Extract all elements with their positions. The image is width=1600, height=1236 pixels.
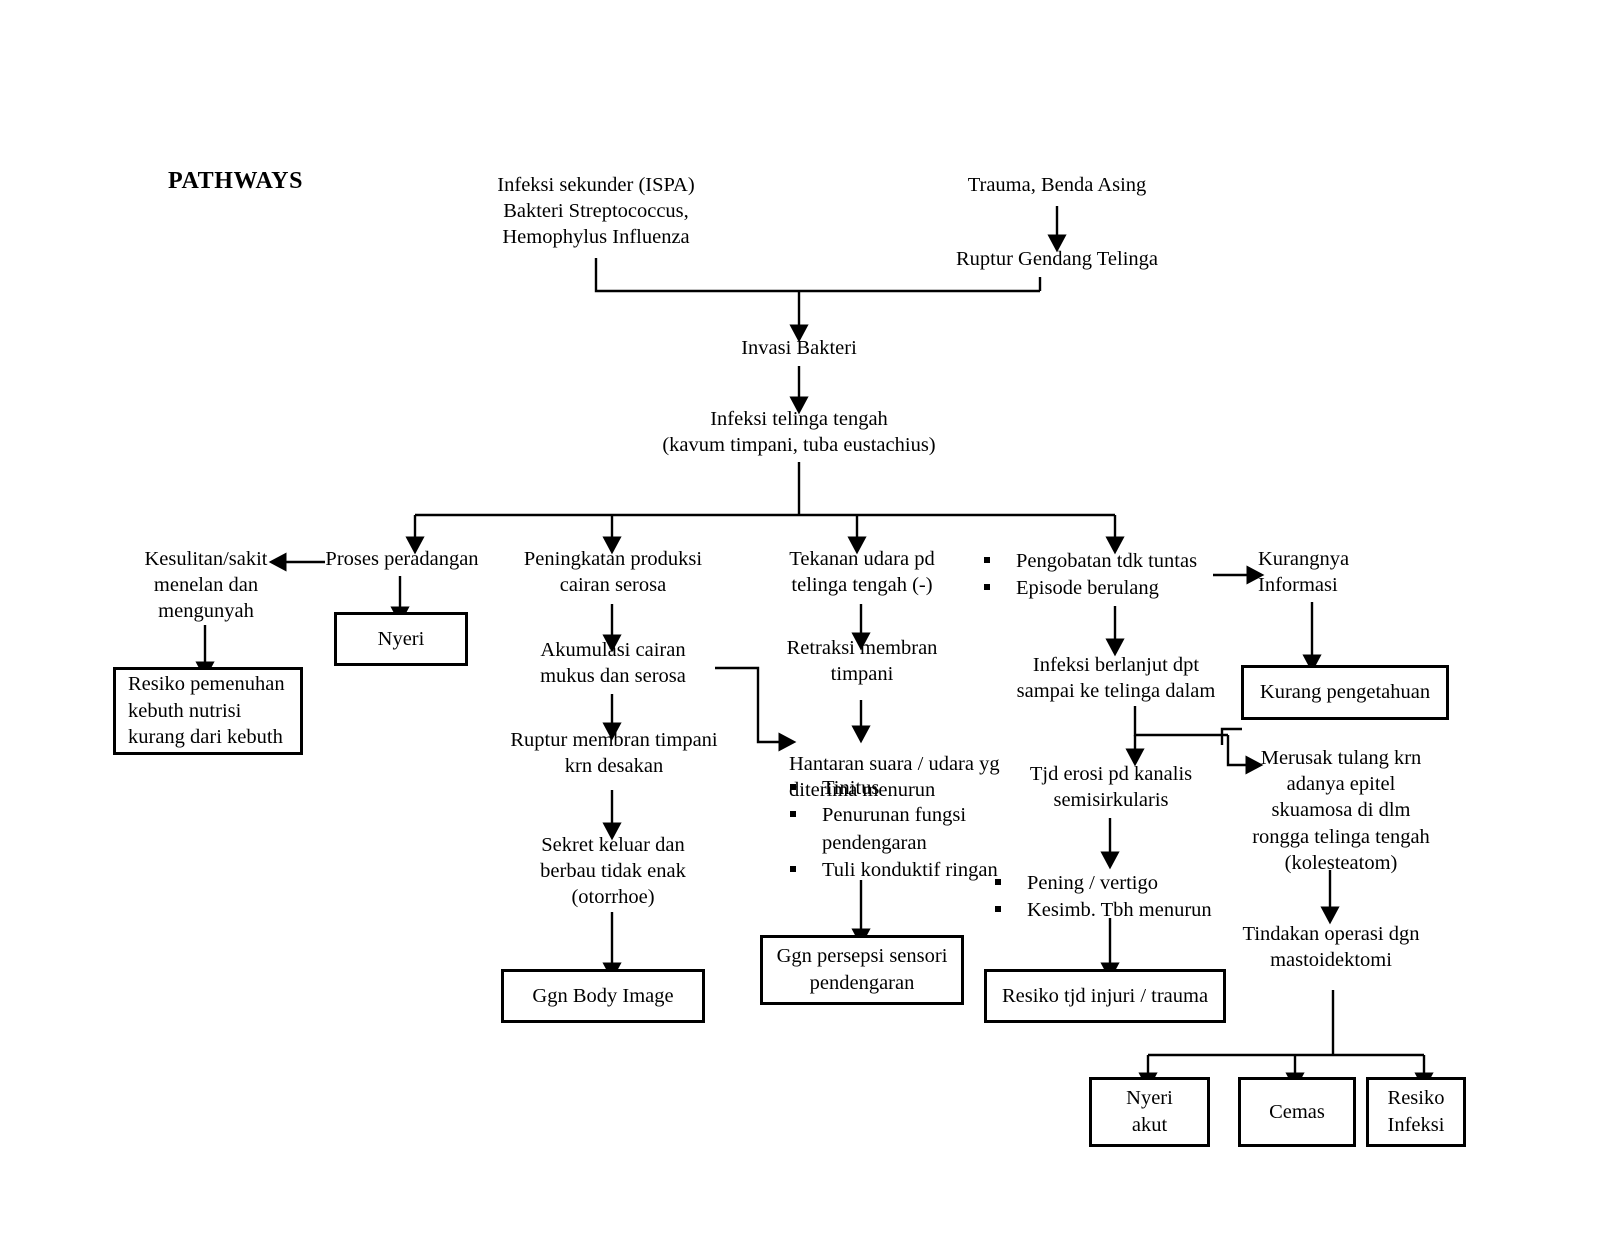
node-hantaran-suara: Hantaran suara / udara yg diterima menur… xyxy=(789,753,1000,802)
node-kurangnya-informasi: Kurangnya Informasi xyxy=(1258,548,1350,597)
box-kurang-pengetahuan[interactable]: Kurang pengetahuan xyxy=(1241,665,1449,720)
list-item: Pengobatan tdk tuntas xyxy=(984,548,1214,575)
node-infeksi-sekunder: Infeksi sekunder (ISPA) Bakteri Streptoc… xyxy=(497,174,695,249)
node-infeksi-telinga-tengah: Infeksi telinga tengah (kavum timpani, t… xyxy=(662,408,936,457)
bullet-square-icon xyxy=(995,879,1001,885)
node-ruptur-membran: Ruptur membran timpani krn desakan xyxy=(510,729,718,778)
node-sekret-keluar: Sekret keluar dan berbau tidak enak (oto… xyxy=(540,834,686,909)
node-peningkatan-produksi: Peningkatan produksi cairan serosa xyxy=(523,548,703,597)
box-ggn-persepsi[interactable]: Ggn persepsi sensori pendengaran xyxy=(760,935,964,1005)
bullet-group-erosi-symptoms: Pening / vertigo Kesimb. Tbh menurun xyxy=(995,870,1225,925)
page-title: PATHWAYS xyxy=(168,168,304,194)
bullet-text: Penurunan fungsi pendengaran xyxy=(822,804,967,854)
bullet-square-icon xyxy=(790,865,796,872)
box-nyeri-akut[interactable]: Nyeri akut xyxy=(1089,1077,1210,1147)
bullet-square-icon xyxy=(984,557,990,563)
node-infeksi-berlanjut: Infeksi berlanjut dpt sampai ke telinga … xyxy=(1016,654,1216,703)
node-tindakan-operasi: Tindakan operasi dgn mastoidektomi xyxy=(1242,923,1420,972)
list-item: Episode berulang xyxy=(984,575,1214,602)
bullet-text: Tuli konduktif ringan xyxy=(822,858,998,881)
bullet-text: Kesimb. Tbh menurun xyxy=(1027,899,1212,922)
box-resiko-injuri[interactable]: Resiko tjd injuri / trauma xyxy=(984,969,1226,1023)
box-ggn-body-image[interactable]: Ggn Body Image xyxy=(501,969,705,1023)
bullet-square-icon xyxy=(995,906,1001,913)
list-item: Kesimb. Tbh menurun xyxy=(995,897,1225,924)
box-cemas[interactable]: Cemas xyxy=(1238,1077,1356,1147)
bullet-group-hantaran-symptoms: Tinitus Penurunan fungsi pendengaran Tul… xyxy=(790,775,1030,884)
list-item: Tinitus xyxy=(790,775,1030,802)
node-merusak-tulang: Merusak tulang krn adanya epitel skuamos… xyxy=(1252,747,1430,874)
node-proses-peradangan: Proses peradangan xyxy=(325,548,479,570)
bullet-text: Pengobatan tdk tuntas xyxy=(1016,550,1198,572)
node-retraksi-membran: Retraksi membran timpani xyxy=(786,637,938,686)
node-akumulasi-cairan: Akumulasi cairan mukus dan serosa xyxy=(540,639,686,688)
box-nyeri[interactable]: Nyeri xyxy=(334,612,468,666)
bullet-square-icon xyxy=(984,584,990,591)
bullet-group-pengobatan: Pengobatan tdk tuntas Episode berulang xyxy=(984,548,1214,603)
list-item: Pening / vertigo xyxy=(995,870,1225,897)
node-trauma: Trauma, Benda Asing xyxy=(967,174,1147,196)
list-item: Penurunan fungsi pendengaran xyxy=(790,802,1030,857)
bullet-square-icon xyxy=(790,784,796,790)
bullet-text: Episode berulang xyxy=(1016,577,1159,600)
node-invasi-bakteri: Invasi Bakteri xyxy=(741,337,857,359)
node-kesulitan-menelan: Kesulitan/sakit menelan dan mengunyah xyxy=(144,548,268,623)
node-tjd-erosi: Tjd erosi pd kanalis semisirkularis xyxy=(1029,763,1193,812)
node-ruptur-gendang: Ruptur Gendang Telinga xyxy=(955,248,1158,270)
box-resiko-nutrisi[interactable]: Resiko pemenuhan kebuth nutrisi kurang d… xyxy=(113,667,303,755)
bullet-text: Pening / vertigo xyxy=(1027,872,1158,894)
node-tekanan-udara: Tekanan udara pd telinga tengah (-) xyxy=(789,548,935,597)
bullet-text: Tinitus xyxy=(822,777,880,799)
list-item: Tuli konduktif ringan xyxy=(790,857,1030,884)
bullet-square-icon xyxy=(790,811,796,818)
box-resiko-infeksi[interactable]: Resiko Infeksi xyxy=(1366,1077,1466,1147)
